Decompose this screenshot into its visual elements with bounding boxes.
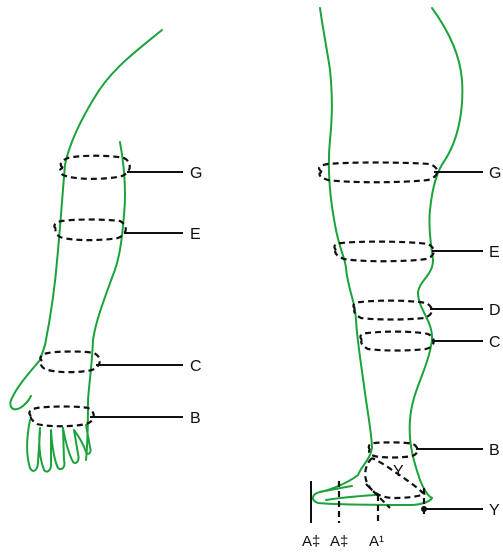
leg-label-y-right: Y: [489, 502, 500, 519]
hand-fingers: [27, 420, 91, 472]
leg-band-e: [334, 242, 433, 262]
arm-band-b: [29, 407, 93, 427]
leg-toes: [320, 486, 375, 500]
leg-outline-front: [410, 8, 463, 498]
arm-label-g: G: [190, 165, 202, 182]
leg-label-y-ankle: Y: [393, 463, 404, 480]
leg-label-b: B: [489, 442, 500, 459]
leg-label-c: C: [489, 334, 501, 351]
leg-outline-back: [313, 8, 432, 505]
leg-band-c: [360, 332, 433, 351]
leg-band-g: [319, 163, 437, 183]
foot-label-a-left: A‡: [302, 533, 320, 550]
leg-label-g: G: [489, 165, 501, 182]
arm-label-c: C: [190, 358, 202, 375]
foot-label-a-right: A¹: [369, 533, 384, 550]
arm-label-b: B: [190, 410, 201, 427]
arm-band-g: [60, 156, 130, 179]
foot-label-a-mid: A‡: [330, 533, 348, 550]
leg-label-d: D: [489, 302, 501, 319]
leg-figure: G E D C B Y Y A‡ A‡ A¹: [302, 8, 501, 550]
arm-label-e: E: [190, 226, 201, 243]
arm-band-e: [54, 220, 125, 241]
leg-label-e: E: [489, 244, 500, 261]
arm-figure: G E C B: [10, 30, 202, 472]
